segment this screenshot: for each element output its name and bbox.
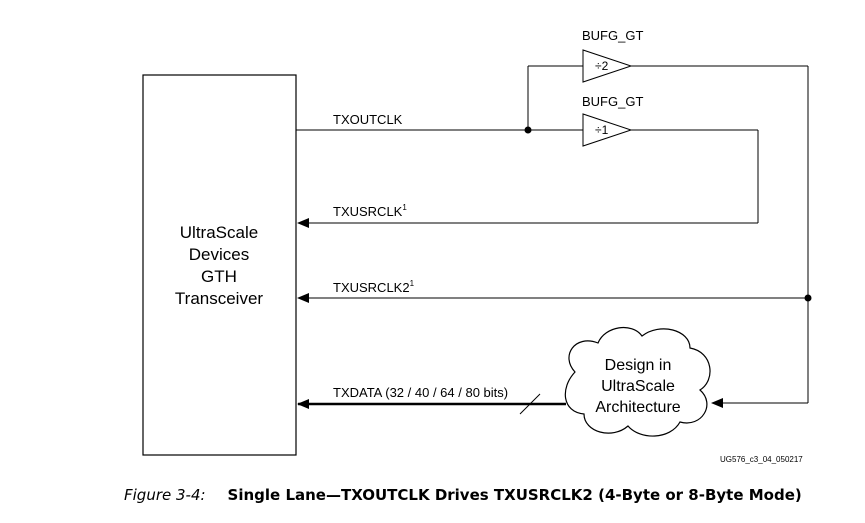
design-label-line2: UltraScale <box>601 378 675 395</box>
bufg-gt-div1-label: BUFG_GT <box>582 94 643 109</box>
txusrclk2-wire <box>297 65 809 408</box>
transceiver-label-line4: Transceiver <box>175 289 264 308</box>
transceiver-label-line2: Devices <box>189 245 249 264</box>
design-label-line3: Architecture <box>595 399 680 416</box>
bufg-gt-div2-buffer <box>582 49 633 83</box>
txoutclk-label: TXOUTCLK <box>333 112 403 127</box>
junction-dot <box>804 294 812 302</box>
txoutclk-wire <box>296 65 583 131</box>
figure-title: Single Lane—TXOUTCLK Drives TXUSRCLK2 (4… <box>227 486 802 504</box>
bufg-gt-div1-buffer <box>582 113 633 147</box>
txusrclk-label: TXUSRCLK1 <box>333 203 407 219</box>
txusrclk2-label: TXUSRCLK21 <box>333 279 415 295</box>
bufg-gt-div2-label: BUFG_GT <box>582 28 643 43</box>
transceiver-block <box>142 74 297 456</box>
design-cloud <box>564 326 711 437</box>
transceiver-label-line3: GTH <box>201 267 237 286</box>
figure-caption: Figure 3-4: Single Lane—TXOUTCLK Drives T… <box>124 486 802 504</box>
txdata-label: TXDATA (32 / 40 / 64 / 80 bits) <box>333 385 508 400</box>
bufg-gt-div2-ratio: ÷2 <box>595 59 609 73</box>
figure-number: Figure 3-4: <box>124 486 206 504</box>
bufg-gt-div1-ratio: ÷1 <box>595 123 609 137</box>
bus-slash <box>519 393 541 415</box>
design-label-line1: Design in <box>605 357 672 374</box>
transceiver-label-line1: UltraScale <box>180 223 258 242</box>
txusrclk2-footnote: 1 <box>410 279 415 288</box>
txusrclk-wire <box>297 129 759 228</box>
junction-dot <box>524 126 532 134</box>
txusrclk-footnote: 1 <box>402 203 407 212</box>
doc-id: UG576_c3_04_050217 <box>720 455 803 464</box>
